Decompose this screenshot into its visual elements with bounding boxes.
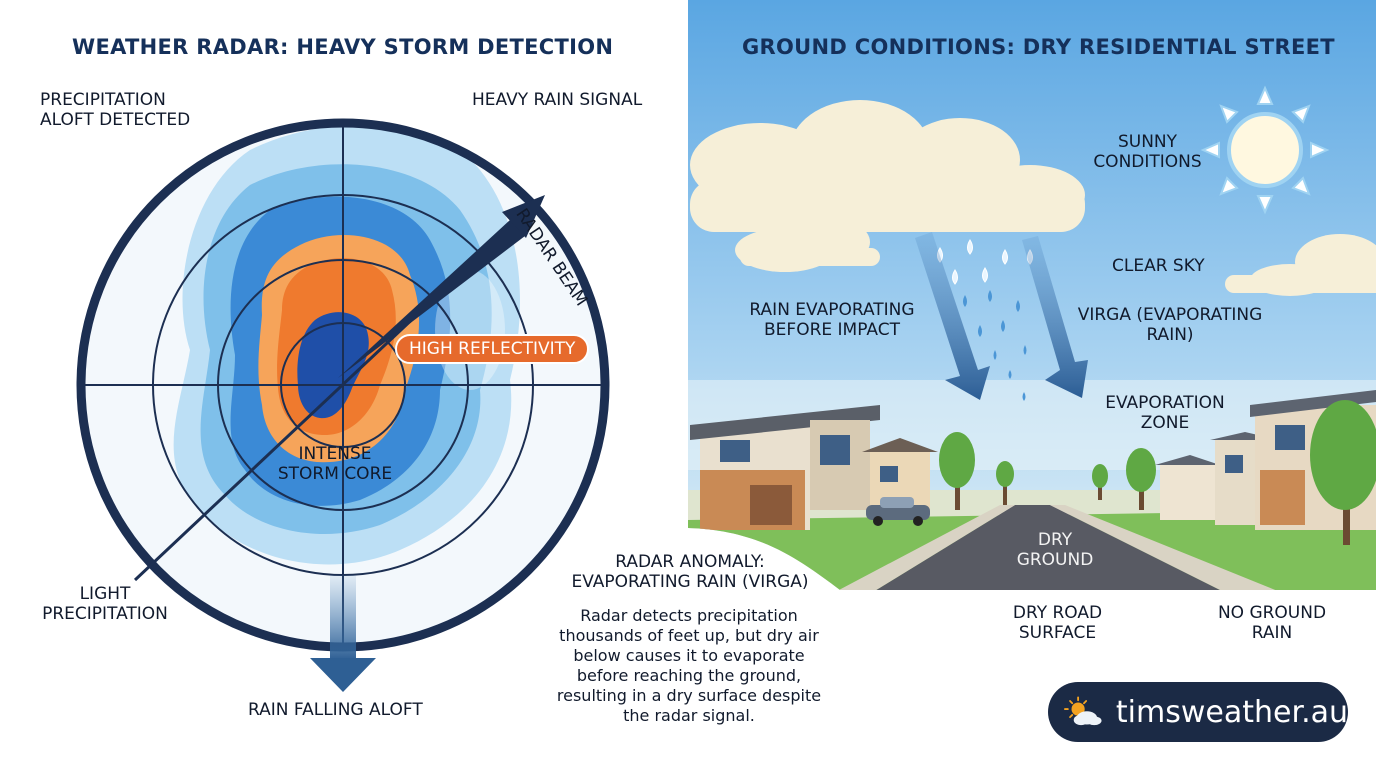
high-reflectivity-label: HIGH REFLECTIVITY	[395, 334, 590, 364]
rain-falling-label: RAIN FALLING ALOFT	[248, 700, 423, 720]
left-panel-title: WEATHER RADAR: HEAVY STORM DETECTION	[72, 35, 614, 59]
evaporation-zone-label: EVAPORATION ZONE	[1105, 393, 1225, 433]
heavy-rain-signal-label: HEAVY RAIN SIGNAL	[472, 90, 643, 110]
callout-body: Radar detects precipitation thousands of…	[556, 606, 822, 725]
rain-evaporating-label: RAIN EVAPORATING BEFORE IMPACT	[749, 300, 915, 340]
sun-icon	[1200, 85, 1330, 215]
dry-ground-label: DRY GROUND	[1016, 530, 1094, 570]
clear-sky-label: CLEAR SKY	[1112, 256, 1205, 276]
right-panel-title: GROUND CONDITIONS: DRY RESIDENTIAL STREE…	[742, 35, 1335, 59]
brand-text[interactable]: timsweather.au	[1115, 694, 1348, 730]
brand-badge[interactable]: timsweather.au	[1048, 682, 1348, 742]
callout-heading: RADAR ANOMALY: EVAPORATING RAIN (VIRGA)	[571, 552, 809, 592]
precip-aloft-label: PRECIPITATION ALOFT DETECTED	[40, 90, 191, 130]
light-precip-label: LIGHT PRECIPITATION	[42, 584, 168, 624]
sun-cloud-icon	[1064, 696, 1102, 726]
no-ground-rain-label: NO GROUND RAIN	[1217, 603, 1327, 643]
intense-core-label: INTENSE STORM CORE	[277, 444, 393, 484]
dry-road-label: DRY ROAD SURFACE	[1012, 603, 1103, 643]
virga-label: VIRGA (EVAPORATING RAIN)	[1077, 305, 1263, 345]
sunny-conditions-label: SUNNY CONDITIONS	[1093, 132, 1202, 172]
